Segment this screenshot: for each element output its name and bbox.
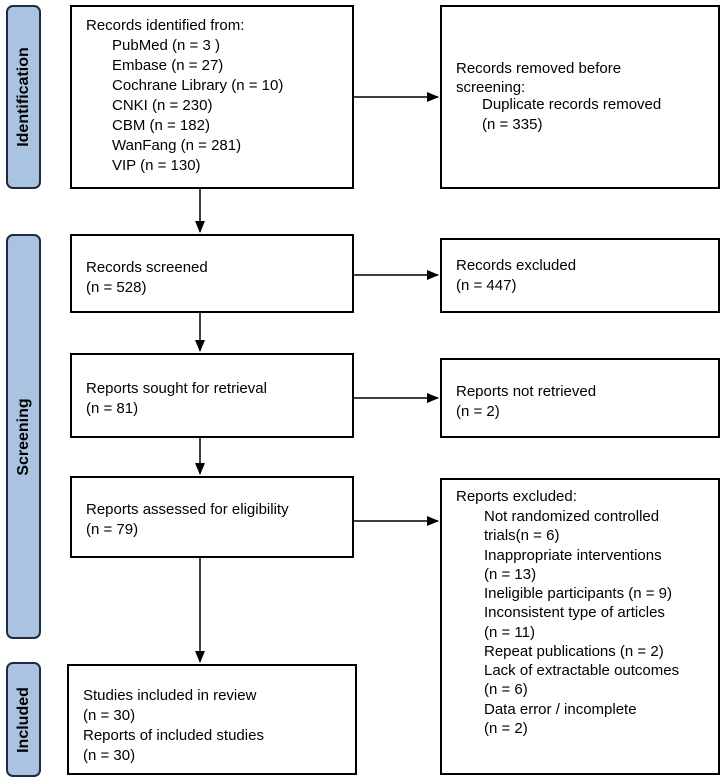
exclusion-reason: Not randomized controlled [484,508,660,525]
reports-assessed-title: Reports assessed for eligibility [86,501,289,518]
exclusion-reason: (n = 2) [484,720,528,737]
reports-not-retrieved-box: Reports not retrieved (n = 2) [440,358,720,438]
reports-assessed-box: Reports assessed for eligibility (n = 79… [70,476,354,558]
reports-not-retrieved-count: (n = 2) [456,403,500,420]
records-excluded-count: (n = 447) [456,277,517,294]
phase-screening: Screening [6,234,41,639]
reports-included-label: Reports of included studies [83,727,264,744]
phase-identification: Identification [6,5,41,189]
source-vip: VIP (n = 130) [112,157,201,174]
reports-sought-box: Reports sought for retrieval (n = 81) [70,353,354,438]
records-screened-box: Records screened (n = 528) [70,234,354,313]
records-identified-box: Records identified from: PubMed (n = 3 )… [70,5,354,189]
source-pubmed: PubMed (n = 3 ) [112,37,220,54]
studies-included-count: (n = 30) [83,707,136,724]
reports-not-retrieved-title: Reports not retrieved [456,383,597,400]
exclusion-reason: (n = 11) [484,624,535,641]
studies-included-box: Studies included in review (n = 30) Repo… [67,664,357,775]
reports-excluded-box: Reports excluded: Not randomized control… [440,478,720,775]
records-screened-count: (n = 528) [86,279,147,296]
exclusion-reason: Repeat publications (n = 2) [484,643,664,660]
reports-sought-count: (n = 81) [86,400,139,417]
duplicate-records-label: Duplicate records removed [482,96,662,113]
reports-excluded-title: Reports excluded: [456,488,577,505]
source-embase: Embase (n = 27) [112,57,224,74]
studies-included-label: Studies included in review [83,687,257,704]
records-removed-box: Records removed before screening: Duplic… [440,5,720,189]
reports-included-count: (n = 30) [83,747,136,764]
records-removed-title: Records removed before [456,60,622,77]
source-wanfang: WanFang (n = 281) [112,137,242,154]
exclusion-reason: (n = 13) [484,566,537,583]
records-removed-title-2: screening: [456,79,526,96]
duplicate-records-count: (n = 335) [482,116,543,133]
exclusion-reason: Inappropriate interventions [484,547,662,564]
source-cbm: CBM (n = 182) [112,117,210,134]
reports-sought-title: Reports sought for retrieval [86,380,267,397]
exclusion-reason: Lack of extractable outcomes [484,662,680,679]
records-identified-title: Records identified from: [86,17,245,34]
records-screened-title: Records screened [86,259,208,276]
source-cnki: CNKI (n = 230) [112,97,213,114]
exclusion-reason: Inconsistent type of articles [484,604,665,621]
records-excluded-box: Records excluded (n = 447) [440,238,720,313]
source-cochrane: Cochrane Library (n = 10) [112,77,284,94]
exclusion-reason: trials(n = 6) [484,527,560,544]
reports-assessed-count: (n = 79) [86,521,139,538]
exclusion-reason: (n = 6) [484,681,528,698]
exclusion-reason: Ineligible participants (n = 9) [484,585,673,602]
exclusion-reason: Data error / incomplete [484,701,637,718]
records-excluded-title: Records excluded [456,257,577,274]
phase-included: Included [6,662,41,777]
